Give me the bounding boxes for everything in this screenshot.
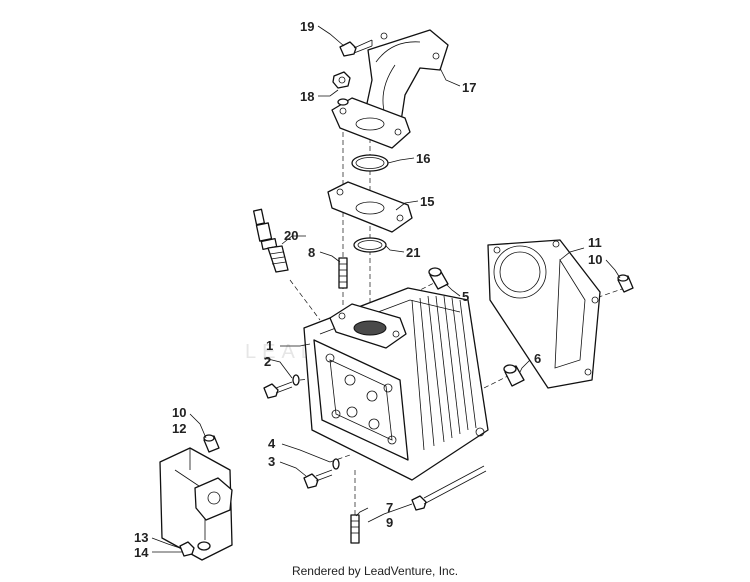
callout-15: 15 [420,194,434,209]
callout-1: 1 [266,338,273,353]
long-bolt-9 [411,465,487,511]
callout-21: 21 [406,245,420,260]
callout-4: 4 [268,436,276,451]
callout-12: 12 [172,421,186,436]
footer-credit: Rendered by LeadVenture, Inc. [291,564,459,578]
callout-11: 11 [588,235,602,250]
callout-7: 7 [386,500,393,515]
callout-8: 8 [308,245,315,260]
leader-lines [151,25,621,553]
nut-18 [332,71,351,106]
callout-20: 20 [284,228,298,243]
callout-6: 6 [534,351,541,366]
cylinder-head-1 [303,287,489,481]
callout-9: 9 [386,515,393,530]
dowel-6 [503,364,525,387]
callout-10-top: 10 [588,252,602,267]
spark-plug-20 [252,208,289,273]
dowel-5 [428,267,449,290]
callout-18: 18 [300,89,314,104]
callout-2: 2 [264,354,271,369]
callout-19: 19 [300,19,314,34]
gasket-plate-15 [327,181,413,233]
callout-14: 14 [134,545,149,560]
callout-16: 16 [416,151,430,166]
dowel-pin-10-top [617,274,634,293]
callout-13: 13 [134,530,148,545]
exhaust-elbow-pipe [331,29,449,149]
bolt-19 [339,39,373,57]
nut-14 [179,541,211,557]
stud-7 [350,514,360,544]
callout-5: 5 [462,289,469,304]
dowel-pin-10-bottom [203,434,220,453]
bolt-3 [303,458,340,489]
callout-3: 3 [268,454,275,469]
intake-bracket-12 [159,447,233,561]
stud-8 [338,257,348,289]
head-gasket-11 [487,239,601,389]
bolt-2 [263,374,300,399]
callout-17: 17 [462,80,476,95]
callout-10-bottom: 10 [172,405,186,420]
callouts: 19 18 17 16 15 21 20 8 5 11 10 6 1 2 4 3… [134,19,602,560]
